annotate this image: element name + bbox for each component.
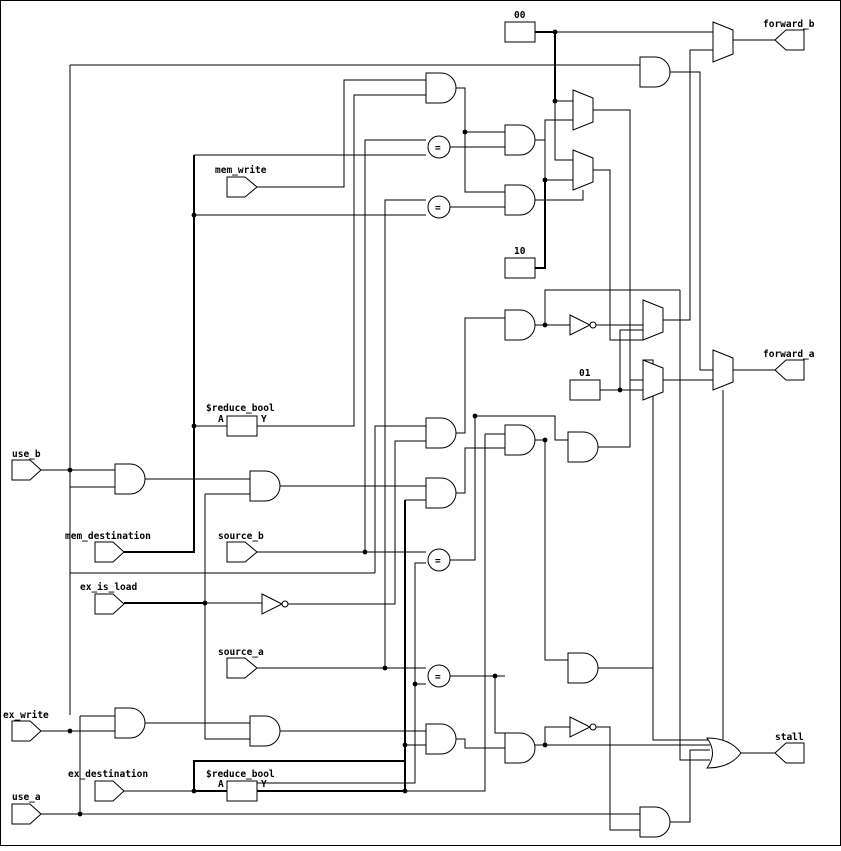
port-label-mem-write: mem_write [215, 165, 267, 176]
multiplexers [572, 21, 734, 401]
constants: 00 10 01 [504, 10, 601, 401]
const-10: 10 [514, 246, 526, 257]
or-gate-stall [706, 737, 742, 769]
port-label-use-b: use_b [12, 449, 41, 460]
and-gates [114, 56, 671, 838]
port-label-mem-destination: mem_destination [65, 531, 151, 542]
const-01: 01 [579, 368, 591, 379]
not-gates [261, 314, 597, 738]
input-ports: use_b mem_destination ex_is_load ex_writ… [3, 165, 267, 825]
port-label-use-a: use_a [12, 792, 41, 803]
port-label-forward-b: forward_b [763, 19, 815, 30]
reduce-bool-pin-y-1: Y [261, 414, 267, 425]
wires [41, 31, 775, 831]
reduce-bool-pin-a-2: A [218, 779, 224, 790]
port-label-source-b: source_b [218, 531, 264, 542]
reduce-bool-cells: $reduce_bool A Y $reduce_bool A Y [206, 403, 275, 802]
output-ports: forward_b forward_a stall [763, 19, 815, 764]
reduce-bool-label-1: $reduce_bool [206, 403, 275, 414]
port-label-forward-a: forward_a [763, 349, 815, 360]
junctions [67, 29, 623, 817]
port-label-ex-write: ex_write [3, 710, 49, 721]
reduce-bool-label-2: $reduce_bool [206, 769, 275, 780]
eq-comparators: = = = = [427, 135, 451, 688]
eq-sym-3: = [435, 556, 441, 567]
reduce-bool-pin-a-1: A [218, 414, 224, 425]
port-label-stall: stall [775, 732, 804, 743]
eq-sym-4: = [435, 672, 441, 683]
port-label-source-a: source_a [218, 647, 264, 658]
eq-sym-1: = [435, 143, 441, 154]
eq-sym-2: = [435, 203, 441, 214]
port-label-ex-destination: ex_destination [68, 769, 148, 780]
port-label-ex-is-load: ex_is_load [80, 582, 137, 593]
reduce-bool-pin-y-2: Y [261, 779, 267, 790]
const-00: 00 [514, 10, 526, 21]
